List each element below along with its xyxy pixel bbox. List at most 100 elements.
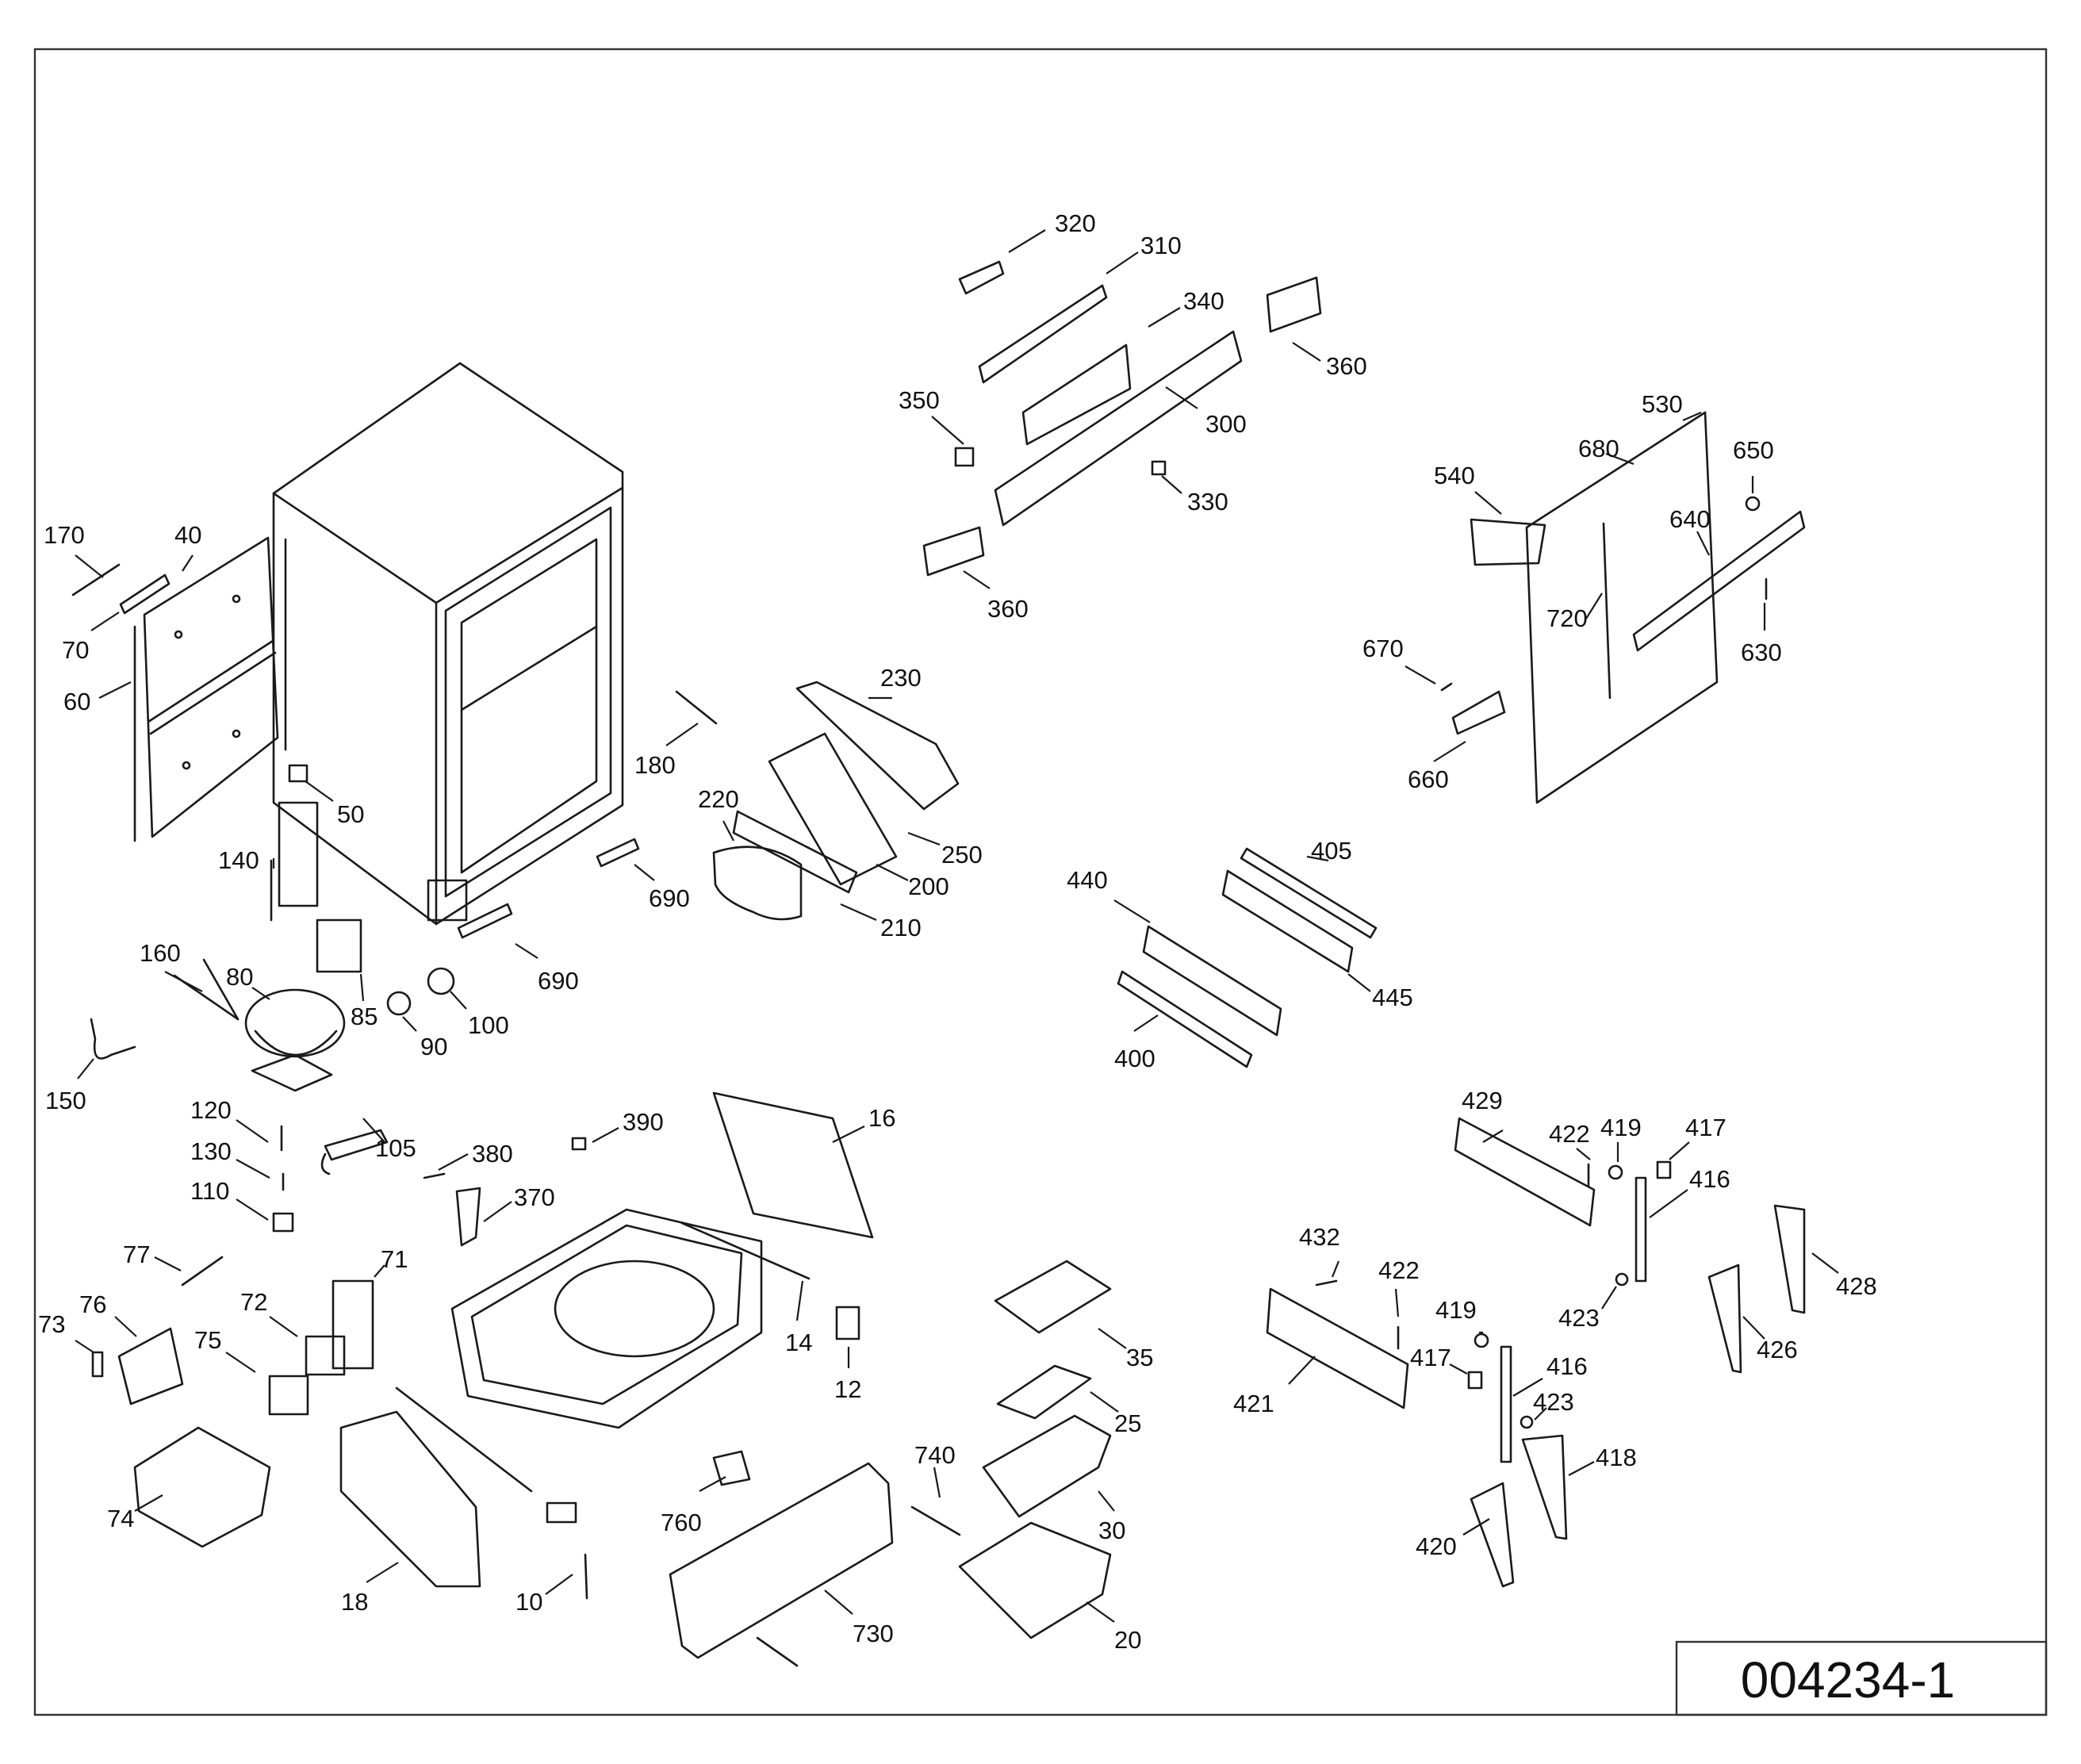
- callout-340: 340: [1183, 287, 1224, 315]
- callout-421: 421: [1233, 1390, 1274, 1417]
- slide-421: [1266, 1287, 1409, 1409]
- pin-73: [91, 1351, 104, 1378]
- callout-120: 120: [190, 1096, 232, 1124]
- callout-320: 320: [1055, 209, 1096, 237]
- tray-74: [133, 1426, 271, 1548]
- callout-71: 71: [381, 1245, 408, 1273]
- callout-35: 35: [1126, 1344, 1153, 1371]
- callout-180: 180: [634, 751, 676, 779]
- condenser-71: [332, 1279, 374, 1370]
- callout-160: 160: [140, 939, 181, 967]
- door-panel: [1525, 411, 1719, 804]
- clip-350: [954, 447, 975, 467]
- callout-760: 760: [661, 1509, 702, 1536]
- base-pan: [450, 1208, 763, 1429]
- callout-90: 90: [420, 1033, 447, 1060]
- callout-130: 130: [190, 1137, 232, 1165]
- callout-300: 300: [1205, 410, 1247, 438]
- grommet-90: [386, 991, 412, 1016]
- callout-200: 200: [908, 872, 949, 900]
- callout-650: 650: [1733, 436, 1774, 464]
- rod-170: [71, 563, 121, 596]
- bushing-417a: [1656, 1160, 1672, 1179]
- nut-423b: [1520, 1415, 1534, 1429]
- motor-75: [268, 1375, 309, 1416]
- rod-14: [680, 1221, 811, 1280]
- filter-250: [768, 732, 898, 886]
- clip-330: [1151, 460, 1167, 476]
- callout-250: 250: [941, 841, 983, 869]
- callout-110: 110: [190, 1177, 229, 1205]
- callout-330: 330: [1187, 488, 1228, 516]
- compressor: [202, 958, 346, 1092]
- callout-100: 100: [468, 1011, 509, 1039]
- callout-105: 105: [375, 1134, 416, 1162]
- callout-50: 50: [337, 800, 364, 828]
- callout-630: 630: [1741, 638, 1782, 666]
- callout-390: 390: [623, 1108, 664, 1136]
- callout-422-b: 422: [1378, 1256, 1420, 1284]
- screw-650: [1745, 496, 1761, 512]
- callout-418: 418: [1596, 1444, 1637, 1471]
- plug-12: [835, 1306, 860, 1340]
- callout-419-b: 419: [1435, 1296, 1477, 1324]
- duct-16: [712, 1091, 874, 1239]
- callout-85: 85: [351, 1003, 377, 1030]
- callout-420: 420: [1416, 1532, 1457, 1560]
- callout-417-a: 417: [1685, 1114, 1727, 1141]
- callout-360-left: 360: [987, 595, 1029, 623]
- cover-440: [1142, 925, 1282, 1037]
- callout-25: 25: [1114, 1409, 1141, 1437]
- callout-140: 140: [218, 846, 259, 874]
- nut-423a: [1615, 1272, 1629, 1287]
- nut-419b: [1474, 1333, 1489, 1348]
- hinge-plate-640: [1632, 510, 1806, 652]
- plug-10a: [546, 1501, 577, 1524]
- callout-14: 14: [785, 1329, 812, 1356]
- callout-layer: 320 310 340 360 350 300 330 360 530 680 …: [38, 209, 1877, 1654]
- bar-416b: [1500, 1345, 1512, 1463]
- cap-360-right: [1266, 276, 1322, 333]
- callout-70: 70: [62, 636, 89, 664]
- rod-77: [181, 1256, 224, 1287]
- foot-110: [272, 1212, 294, 1233]
- slide-429: [1454, 1117, 1596, 1227]
- bracket-420: [1470, 1482, 1515, 1588]
- callout-77: 77: [123, 1241, 150, 1268]
- callout-690-b: 690: [538, 967, 579, 995]
- callout-416-a: 416: [1689, 1165, 1730, 1193]
- callout-530: 530: [1642, 390, 1683, 418]
- block-760: [712, 1450, 751, 1486]
- callout-30: 30: [1098, 1517, 1125, 1544]
- callout-680: 680: [1578, 435, 1619, 462]
- callout-75: 75: [194, 1326, 221, 1354]
- rod-18b: [395, 1386, 533, 1493]
- cover-70: [119, 573, 171, 615]
- callout-60: 60: [63, 688, 90, 715]
- display-340: [1021, 343, 1132, 446]
- nut-419a: [1608, 1164, 1623, 1180]
- cabinet: [272, 362, 624, 926]
- duct-18: [339, 1410, 481, 1588]
- callout-230: 230: [880, 664, 922, 692]
- bracket-660: [1451, 690, 1506, 735]
- frame-445: [1221, 869, 1354, 973]
- bracket-320: [958, 260, 1005, 295]
- rail-400: [1117, 970, 1253, 1068]
- callout-429: 429: [1462, 1087, 1503, 1114]
- callout-417-b: 417: [1410, 1344, 1451, 1371]
- knob-100: [427, 967, 455, 995]
- callout-432: 432: [1299, 1223, 1340, 1251]
- callout-540: 540: [1434, 462, 1475, 489]
- callout-423-a: 423: [1558, 1304, 1600, 1332]
- control-housing-300: [994, 330, 1243, 527]
- callout-170: 170: [44, 521, 85, 549]
- screw-380: [423, 1172, 446, 1179]
- callout-730: 730: [853, 1620, 894, 1647]
- callout-12: 12: [834, 1375, 861, 1403]
- callout-400: 400: [1114, 1045, 1155, 1072]
- callout-360-right: 360: [1326, 352, 1367, 380]
- callout-210: 210: [880, 914, 922, 941]
- bracket-418: [1521, 1434, 1568, 1540]
- cap-360-left: [922, 526, 985, 577]
